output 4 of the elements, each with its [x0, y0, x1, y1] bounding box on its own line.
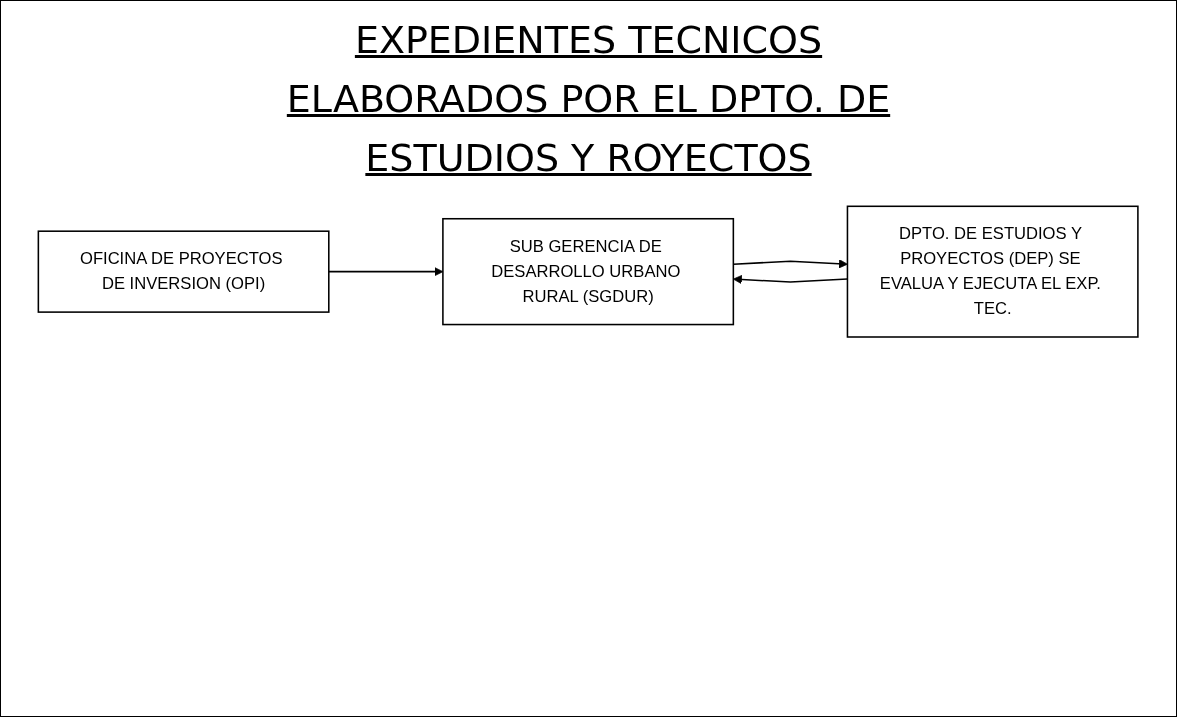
- node-box: SUB GERENCIA DE DESARROLLO URBANO RURAL (SGDUR): [442, 217, 735, 325]
- title: EXPEDIENTES TECNICOS ELABORADOS POR EL DPTO. DE ESTUDIOS Y ROYECTOS: [285, 17, 892, 182]
- node-box: OFICINA DE PROYECTOS DE INVERSION (OPI): [37, 230, 330, 313]
- node-box: DPTO. DE ESTUDIOS Y PROYECTOS (DEP) SE EVALUA Y EJECUTA EL EXP. TEC.: [847, 205, 1140, 338]
